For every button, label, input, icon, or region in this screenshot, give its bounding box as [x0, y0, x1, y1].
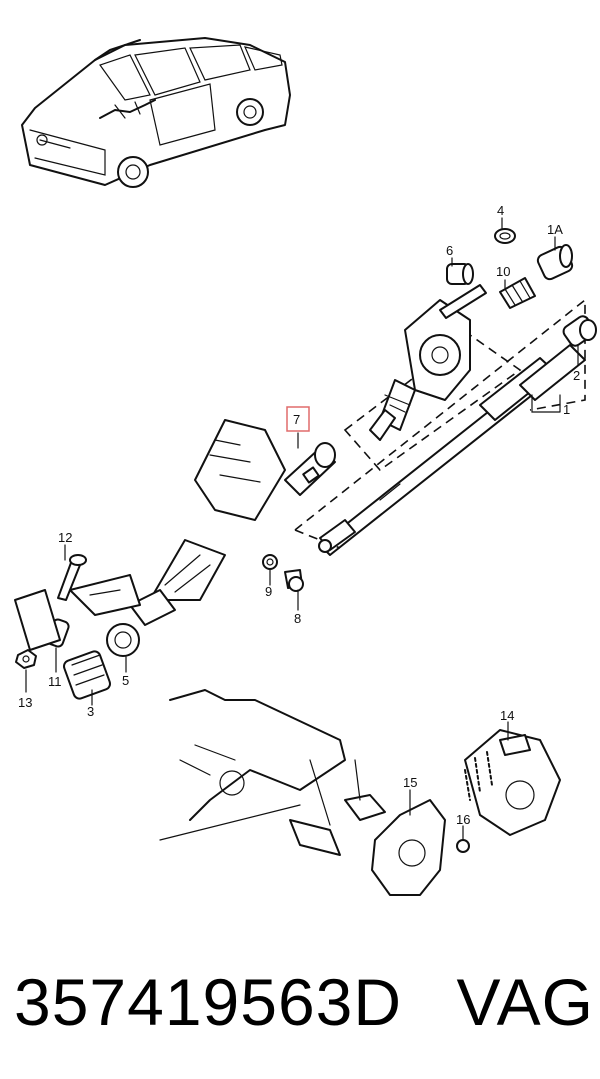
- callout-13: 13: [18, 695, 32, 710]
- part-number: 357419563D: [14, 965, 403, 1039]
- car-illustration: [21, 37, 291, 188]
- callout-6: 6: [446, 243, 453, 258]
- callout-7-highlight-box: [286, 406, 310, 432]
- callout-15: 15: [403, 775, 417, 790]
- callout-5: 5: [122, 673, 129, 688]
- callout-16: 16: [456, 812, 470, 827]
- callout-2: 2: [573, 368, 580, 383]
- callout-14: 14: [500, 708, 514, 723]
- steering-column-exploded-diagram: 1 1A 2 3 4 5 6 7 8 9 10 11 12 13 14 15 1…: [14, 37, 597, 896]
- callout-3: 3: [87, 704, 94, 719]
- brand-label: VAG: [456, 965, 594, 1039]
- callout-11: 11: [48, 674, 62, 689]
- callout-4: 4: [497, 203, 504, 218]
- callout-7: 7: [293, 412, 300, 427]
- pedal-and-cover-assembly: [159, 689, 561, 896]
- switch-housing-assembly: [343, 284, 522, 472]
- callout-1: 1: [563, 402, 570, 417]
- steering-shaft-assembly: [294, 298, 597, 556]
- callout-labels: 1 1A 2 3 4 5 6 7 8 9 10 11 12 13 14 15 1…: [18, 203, 580, 827]
- small-parts: [14, 228, 574, 853]
- caption-bar: 357419563D VAG: [14, 952, 594, 1052]
- callout-12: 12: [58, 530, 72, 545]
- callout-8: 8: [294, 611, 301, 626]
- callout-9: 9: [265, 584, 272, 599]
- column-bracket-and-tube: [69, 419, 336, 626]
- leader-lines: [25, 217, 579, 841]
- callout-10: 10: [496, 264, 510, 279]
- callout-1A: 1A: [547, 222, 563, 237]
